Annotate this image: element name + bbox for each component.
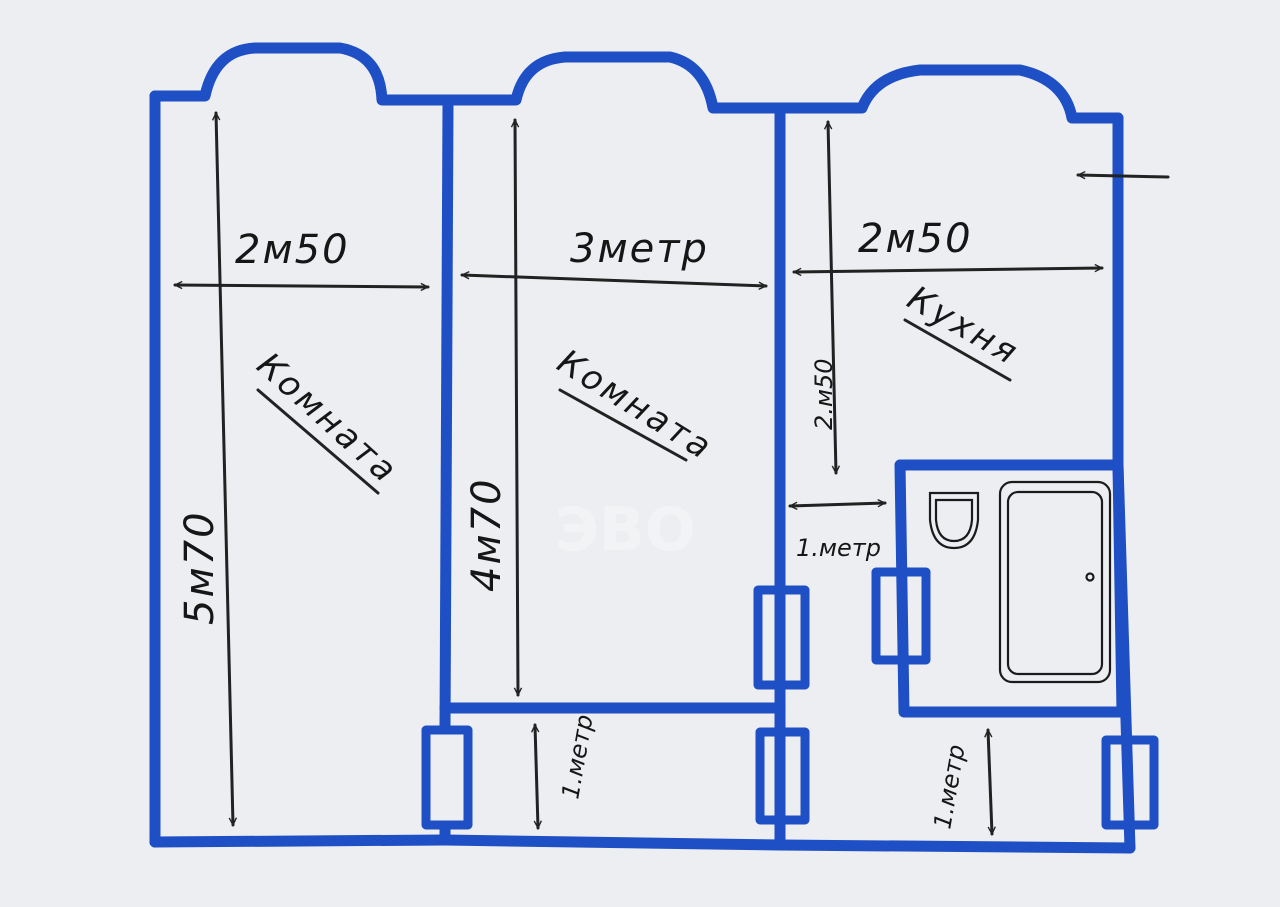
toilet-icon <box>928 491 980 550</box>
bathtub-drain-icon <box>1085 572 1095 582</box>
room1-width-arrow <box>173 285 430 287</box>
bathtub-icon <box>998 480 1112 684</box>
watermark-text: ЭВО <box>555 495 696 565</box>
door-bathroom <box>871 567 931 665</box>
room2-label-underline <box>558 388 688 462</box>
corridor-right-arrow <box>988 728 992 836</box>
room2-width-label: 3метр <box>570 226 709 272</box>
toilet-inner-icon <box>934 498 974 543</box>
room1-name-label: Комната <box>249 345 406 492</box>
entrance-arrow-icon <box>1076 175 1170 177</box>
room2-length-arrow <box>515 118 518 697</box>
kitchen-length-label: 2.м50 <box>810 358 838 430</box>
kitchen-gap-label: 1.метр <box>796 534 881 562</box>
bathroom-walls <box>894 459 1128 718</box>
bathroom-fixtures <box>928 480 1112 684</box>
door-entrance <box>1101 735 1159 830</box>
kitchen-label-underline <box>903 318 1012 382</box>
room1-width-label: 2м50 <box>235 227 350 273</box>
partition-wall-1 <box>439 98 454 734</box>
bathtub-inner-icon <box>1006 490 1104 676</box>
room2-name-label: Комната <box>550 342 720 469</box>
bottom-outer-wall <box>149 834 1136 854</box>
kitchen-length-arrow <box>828 120 836 475</box>
door-room1-corridor <box>421 725 473 830</box>
door-corridor-right <box>755 727 810 825</box>
room2-width-arrow <box>460 275 768 286</box>
kitchen-width-label: 2м50 <box>858 216 973 262</box>
kitchen-name-label: Кухня <box>901 278 1027 374</box>
walls <box>149 42 1136 854</box>
room2-length-label: 4м70 <box>464 477 510 592</box>
dimension-lines <box>173 111 1170 836</box>
corridor-middle-label: 1.метр <box>556 712 598 801</box>
kitchen-gap-arrow <box>788 503 887 506</box>
room1-length-arrow <box>216 111 233 827</box>
top-wall-with-windows <box>149 42 1124 124</box>
kitchen-width-arrow <box>792 268 1104 272</box>
room1-length-label: 5м70 <box>177 510 223 625</box>
room1-label-underline <box>256 388 380 495</box>
corridor-middle-arrow <box>535 723 538 830</box>
door-room2 <box>753 585 810 690</box>
doors <box>421 567 1159 830</box>
corridor-right-label: 1.метр <box>928 742 970 831</box>
